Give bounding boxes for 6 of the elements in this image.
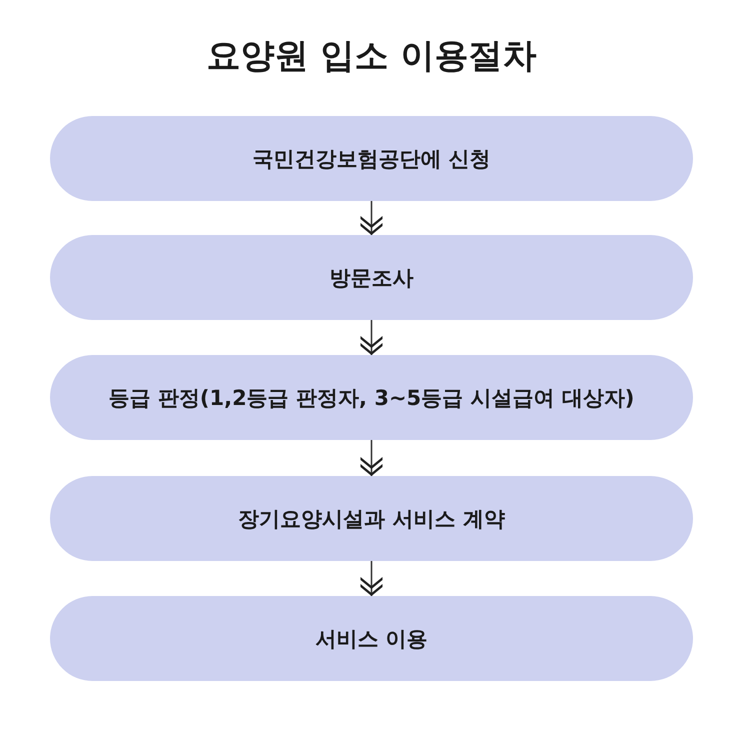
step-label: 서비스 이용	[315, 626, 428, 652]
step-label: 장기요양시설과 서비스 계약	[238, 506, 505, 532]
step-label: 국민건강보험공단에 신청	[252, 146, 491, 172]
diagram-title: 요양원 입소 이용절차	[206, 35, 536, 78]
step-label: 방문조사	[330, 264, 414, 292]
step-label: 등급 판정(1,2등급 판정자, 3~5등급 시설급여 대상자)	[108, 384, 634, 412]
